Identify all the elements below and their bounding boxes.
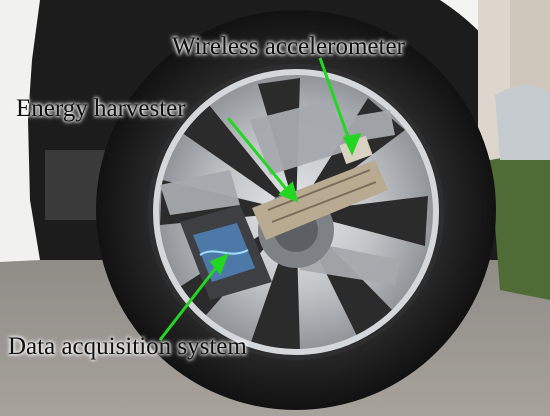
arrow-to-accelerometer <box>318 57 354 149</box>
data-acquisition-system-label: Data acquisition system <box>8 333 247 360</box>
car-fender <box>0 0 505 60</box>
arrow-to-harvester <box>226 117 294 197</box>
arrow-head-harvester <box>278 181 299 203</box>
car-body-left <box>0 0 40 262</box>
tarp <box>495 85 550 160</box>
arrow-head-data-acquisition <box>209 253 229 275</box>
underbody-parts <box>45 150 105 220</box>
rim-lip <box>153 69 439 355</box>
arrow-head-accelerometer <box>342 132 362 156</box>
arrow-to-data-acquisition <box>158 259 224 341</box>
energy-harvester-label: Energy harvester <box>16 95 186 122</box>
wireless-accelerometer-label: Wireless accelerometer <box>172 33 405 60</box>
annotation-arrows <box>158 57 362 341</box>
data-acquisition-device <box>180 205 272 300</box>
energy-harvester-device <box>252 160 388 240</box>
grass <box>490 150 550 300</box>
